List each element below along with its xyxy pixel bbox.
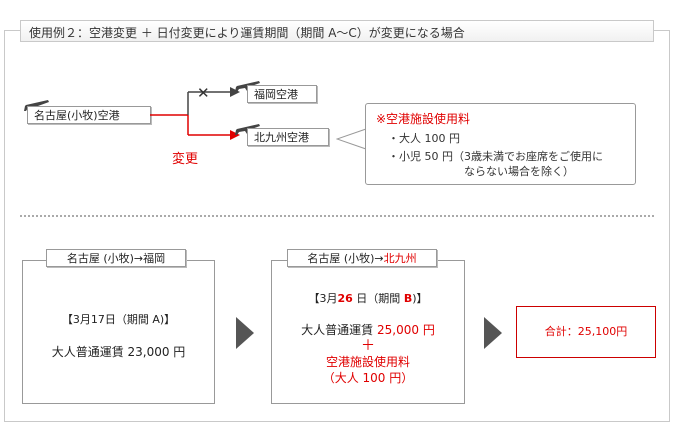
after-date-day: 26 <box>337 292 353 305</box>
after-fee-label: 空港施設使用料 <box>325 355 410 369</box>
new-destination: 北九州空港 <box>247 128 329 146</box>
after-fee-detail: （大人 100 円） <box>322 371 414 385</box>
airport-fee-note: ※空港施設使用料 ・大人 100 円 ・小児 50 円（3歳未満でお座席をご使用… <box>365 103 636 185</box>
before-fare-card: 【3月17日（期間 A)】 大人普通運賃 23,000 円 <box>22 260 215 404</box>
after-fare-card: 【3月26 日（期間 B)】 大人普通運賃 25,000 円 ＋ 空港施設使用料… <box>271 260 465 404</box>
after-fare-suffix: 円 <box>419 323 435 337</box>
cancel-x-icon: ✕ <box>197 84 210 102</box>
section-header: 使用例２：空港変更 ＋ 日付変更により運賃期間（期間 A〜C）が変更になる場合 <box>20 20 654 42</box>
after-fare-prefix: 大人普通運賃 <box>301 323 377 337</box>
after-date-mid: 日（期間 <box>352 292 404 305</box>
plus-sign: ＋ <box>361 338 375 354</box>
cancelled-destination: 福岡空港 <box>247 85 317 103</box>
total-amount: 合計：25,100円 <box>516 306 656 358</box>
fee-note-title: ※空港施設使用料 <box>376 112 471 126</box>
after-label-dest: 北九州 <box>383 252 417 265</box>
before-route-label: 名古屋 (小牧)→福岡 <box>46 249 186 267</box>
before-fare: 大人普通運賃 23,000 円 <box>51 345 186 359</box>
arrow-right-icon <box>236 317 254 349</box>
after-route-label: 名古屋 (小牧)→北九州 <box>287 249 437 267</box>
after-date-period: B <box>403 292 413 305</box>
fee-child-cont: ならない場合を除く） <box>464 165 574 178</box>
after-date: 【3月26 日（期間 B)】 <box>272 290 464 306</box>
origin-airport: 名古屋(小牧)空港 <box>27 106 151 124</box>
after-fare-amount: 25,000 <box>377 323 419 337</box>
change-label: 変更 <box>172 152 199 167</box>
callout-pointer <box>336 128 367 150</box>
after-fare: 大人普通運賃 25,000 円 <box>272 321 464 338</box>
fee-child: ・小児 50 円（3歳未満でお座席をご使用に <box>388 150 603 163</box>
section-title: 使用例２：空港変更 ＋ 日付変更により運賃期間（期間 A〜C）が変更になる場合 <box>29 26 465 40</box>
after-label-prefix: 名古屋 (小牧)→ <box>307 252 384 265</box>
fee-adult: ・大人 100 円 <box>388 132 460 145</box>
before-date: 【3月17日（期間 A)】 <box>61 313 176 326</box>
after-date-suffix: )】 <box>412 292 428 305</box>
divider <box>20 215 654 217</box>
after-date-prefix: 【3月 <box>308 292 338 305</box>
arrow-right-icon <box>484 317 502 349</box>
